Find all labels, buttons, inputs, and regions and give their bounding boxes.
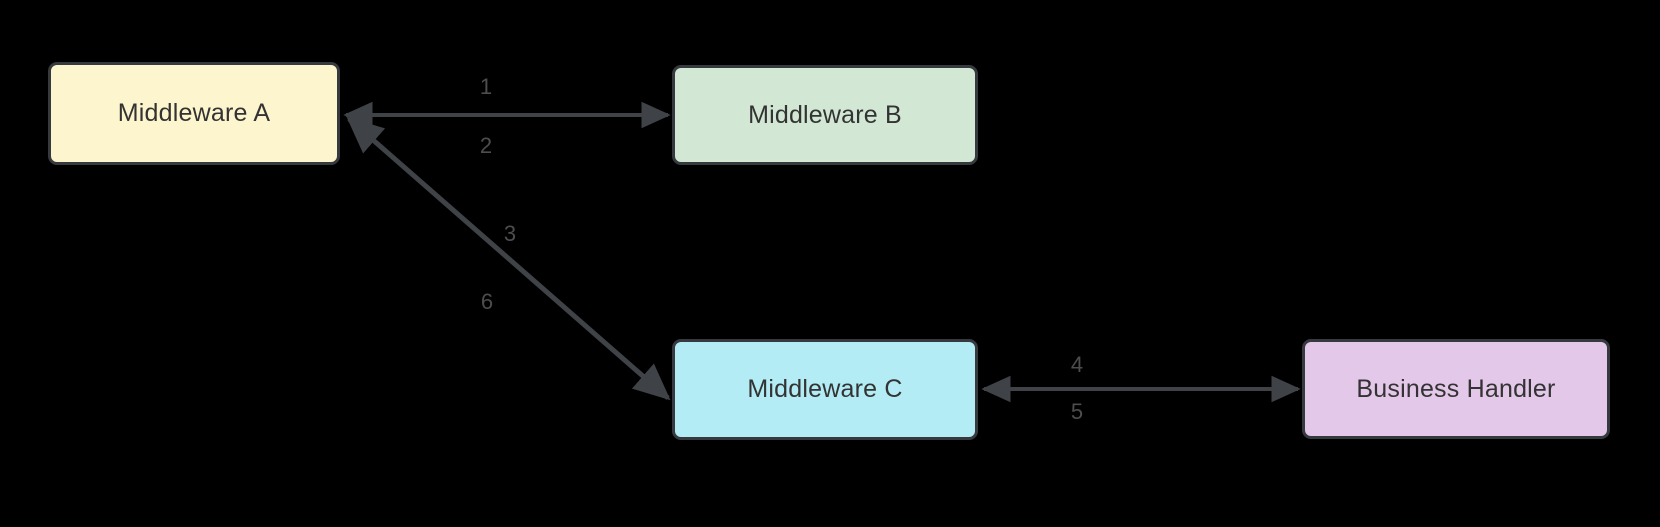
edge-label-3: 3 — [503, 221, 517, 246]
edge-label-2: 2 — [479, 133, 493, 158]
node-business-handler[interactable]: Business Handler — [1302, 339, 1610, 439]
node-middleware-a[interactable]: Middleware A — [48, 62, 340, 165]
edge-label-4: 4 — [1070, 352, 1084, 377]
edge-middleware-c-to-middleware-a — [346, 116, 671, 401]
edge-label-5: 5 — [1070, 399, 1084, 424]
node-middleware-c[interactable]: Middleware C — [672, 339, 978, 440]
node-middleware-b[interactable]: Middleware B — [672, 65, 978, 165]
edge-label-6: 6 — [480, 289, 494, 314]
edge-label-1: 1 — [479, 74, 493, 99]
